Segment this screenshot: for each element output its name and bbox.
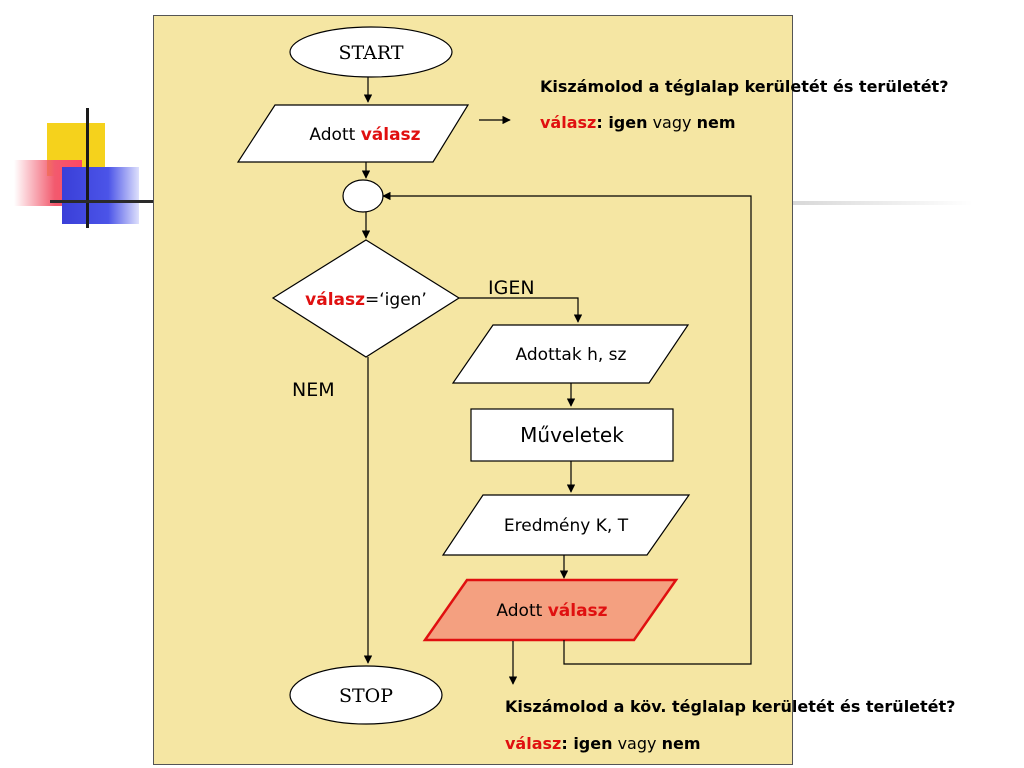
input-dimensions-parallelogram: Adottak h, sz	[451, 324, 690, 384]
decor-blue-square	[62, 167, 139, 224]
input1-var: válasz	[361, 125, 421, 145]
top-note-yes: igen	[608, 113, 648, 132]
decor-fade-line	[793, 201, 973, 205]
bottom-note-no: nem	[661, 734, 701, 753]
input3-prefix: Adott	[496, 601, 547, 621]
bottom-note-answer-var: válasz	[505, 734, 562, 753]
svg-text:Adott válasz: Adott válasz	[496, 601, 607, 621]
stop-label: STOP	[339, 685, 393, 707]
top-note-no: nem	[696, 113, 736, 132]
decor-vertical-line	[86, 108, 89, 228]
bottom-note-yes: igen	[573, 734, 613, 753]
input-answer-again-parallelogram: Adott válasz	[422, 578, 679, 642]
output-results-parallelogram: Eredmény K, T	[441, 494, 691, 556]
start-label: START	[338, 42, 403, 64]
bottom-note-answer: válasz: igen vagy nem	[505, 734, 701, 753]
yes-label: IGEN	[488, 277, 535, 299]
merge-connector	[342, 179, 384, 213]
process-label: Műveletek	[520, 423, 624, 447]
top-note-answer-var: válasz	[540, 113, 597, 132]
input1-prefix: Adott	[309, 125, 360, 145]
input2-label: Adottak h, sz	[516, 345, 627, 365]
top-note-question: Kiszámolod a téglalap kerületét és terül…	[540, 77, 949, 96]
arrow-loop-back	[382, 191, 752, 665]
bottom-note-answer-colon: :	[561, 734, 574, 753]
condition-var: válasz	[305, 290, 365, 310]
decision-diamond: válasz=‘igen’	[271, 239, 461, 358]
process-box: Műveletek	[470, 408, 674, 462]
bottom-note-or: vagy	[612, 734, 662, 753]
svg-text:válasz=‘igen’: válasz=‘igen’	[305, 290, 427, 310]
start-terminator: START	[289, 26, 453, 78]
stop-terminator: STOP	[289, 665, 443, 725]
top-note-answer-colon: :	[596, 113, 609, 132]
top-note-answer: válasz: igen vagy nem	[540, 113, 736, 132]
condition-rest: =‘igen’	[365, 290, 427, 310]
input3-var: válasz	[548, 601, 608, 621]
top-note-or: vagy	[647, 113, 697, 132]
input-answer-parallelogram: Adott válasz	[236, 104, 470, 163]
decor-horizontal-line	[50, 200, 155, 203]
no-label: NEM	[292, 379, 335, 401]
arrow-yes-branch	[459, 297, 583, 323]
bottom-note-question: Kiszámolod a köv. téglalap kerületét és …	[505, 697, 956, 716]
svg-text:Adott válasz: Adott válasz	[309, 125, 420, 145]
output-label: Eredmény K, T	[504, 516, 629, 536]
